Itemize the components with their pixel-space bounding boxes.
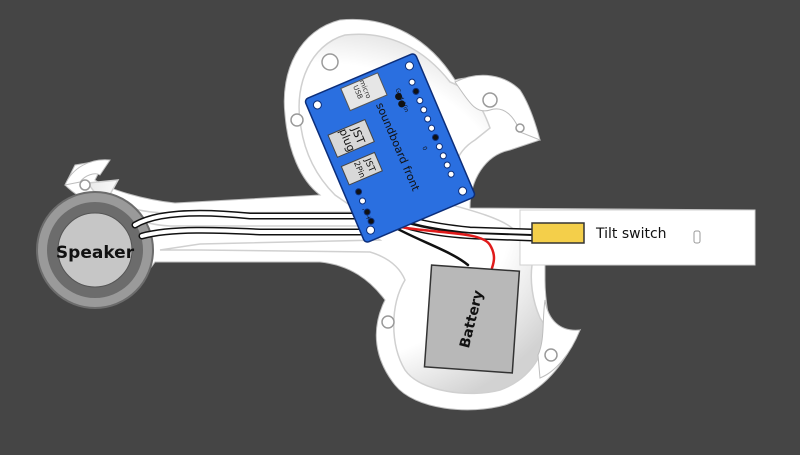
speaker-label: Speaker — [56, 243, 135, 263]
screw-hole — [321, 53, 339, 71]
jst-2pin-connector — [340, 151, 383, 186]
screw-hole — [482, 92, 498, 108]
housing-hook-left — [64, 159, 111, 186]
battery-body — [423, 264, 521, 374]
pin-header-right — [408, 78, 455, 178]
screw-hole — [515, 123, 525, 133]
speaker: Speaker — [36, 191, 154, 309]
tilt-switch: Tilt switch — [531, 222, 667, 244]
board-hole — [404, 61, 414, 71]
pin-label-vin: Vin — [400, 102, 410, 114]
arm-notch — [693, 230, 701, 244]
screw-hole — [544, 348, 558, 362]
screw-hole — [381, 315, 395, 329]
pin-label-plus: + — [364, 213, 373, 223]
pad — [398, 100, 406, 108]
pin-header-left — [355, 188, 375, 225]
pad — [395, 93, 403, 101]
board-hole — [312, 100, 322, 110]
tilt-switch-label: Tilt switch — [595, 226, 667, 242]
tilt-switch-body — [531, 222, 585, 244]
board-hole — [458, 186, 468, 196]
pin-label-0: 0 — [420, 145, 428, 151]
micro-usb-connector — [340, 72, 388, 112]
jst-plug-connector — [327, 118, 375, 158]
soundboard: micro USB JST plug JST 2Pin soundboard f… — [304, 53, 476, 243]
speaker-cone — [57, 212, 133, 288]
battery: Battery — [423, 264, 521, 374]
board-hole — [366, 225, 376, 235]
screw-hole — [79, 179, 91, 191]
pin-label-minus: - — [360, 205, 366, 214]
screw-hole — [290, 113, 304, 127]
